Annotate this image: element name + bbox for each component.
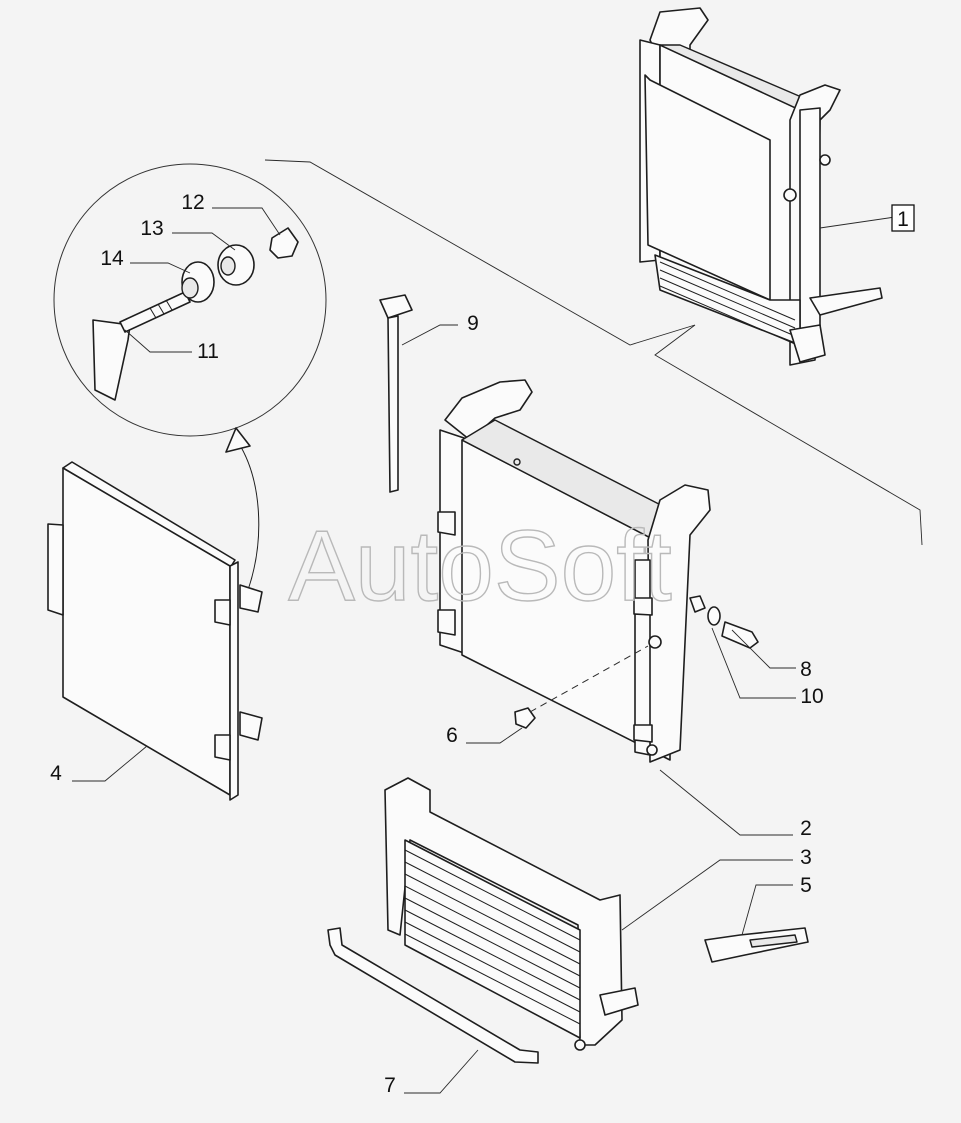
drain-plug xyxy=(466,645,649,744)
radiator-fins-top xyxy=(659,261,796,345)
condenser xyxy=(47,461,263,801)
callout-1: 1 xyxy=(897,208,909,231)
tie-strap xyxy=(379,294,458,493)
callout-1-box xyxy=(891,204,915,232)
callout-5: 5 xyxy=(800,874,812,897)
callout-9: 9 xyxy=(467,312,479,335)
callout-14: 14 xyxy=(100,247,124,270)
bolt-8 xyxy=(721,621,759,649)
washer-10 xyxy=(707,606,721,626)
oil-cooler xyxy=(384,777,793,1051)
intercooler xyxy=(437,379,793,836)
nut-12 xyxy=(269,227,299,259)
bracket xyxy=(704,884,809,963)
callout-6: 6 xyxy=(446,724,458,747)
callout-13: 13 xyxy=(140,217,163,240)
callouts: 1 2 3 4 5 6 7 8 9 10 11 12 13 14 xyxy=(50,191,915,1097)
callout-2: 2 xyxy=(800,817,812,840)
callout-10: 10 xyxy=(800,685,823,708)
radiator-assembly-complete xyxy=(639,7,896,366)
assembly-guide-lines xyxy=(264,159,923,546)
support-rod xyxy=(327,927,539,1094)
mounting-stud xyxy=(119,291,191,333)
detail-arrow xyxy=(225,427,260,591)
callout-3: 3 xyxy=(800,846,812,869)
watermark-logo: AutoSoft xyxy=(288,510,672,622)
callout-7: 7 xyxy=(384,1074,396,1097)
oil-cooler-fins xyxy=(404,849,581,1025)
callout-12: 12 xyxy=(181,191,204,214)
callout-11: 11 xyxy=(197,340,219,363)
detail-circle xyxy=(53,163,327,437)
callout-8: 8 xyxy=(800,658,812,681)
callout-4: 4 xyxy=(50,762,62,785)
bolt-and-washer xyxy=(689,595,796,699)
